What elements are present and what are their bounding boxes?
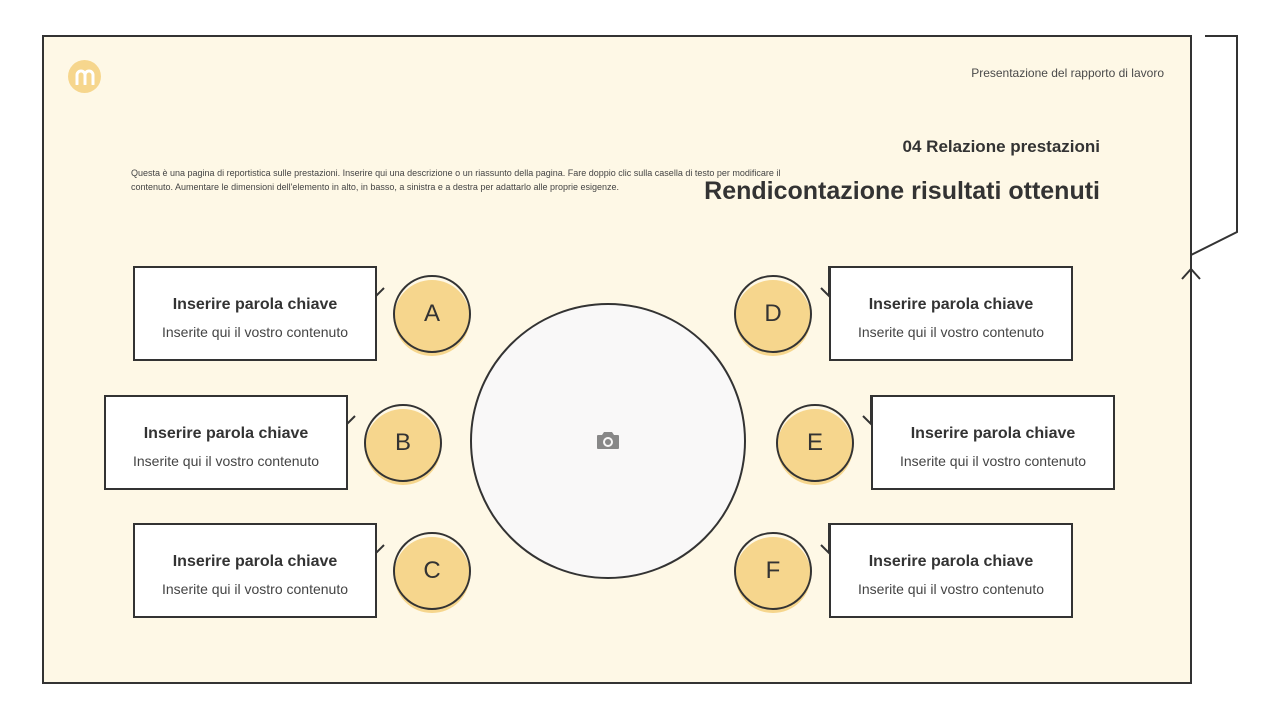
card-keyword: Inserire parola chiave [910, 425, 1076, 442]
keyword-card-f[interactable]: Inserire parola chiave Inserite qui il v… [829, 523, 1073, 618]
letter-badge-c: C [423, 557, 441, 584]
keyword-card-a[interactable]: Inserire parola chiave Inserite qui il v… [133, 266, 377, 361]
letter-badge-f: F [765, 557, 781, 584]
presentation-label: Presentazione del rapporto di lavoro [971, 66, 1164, 80]
card-content: Inserite qui il vostro contenuto [858, 581, 1044, 597]
keyword-card-d[interactable]: Inserire parola chiave Inserite qui il v… [829, 266, 1073, 361]
card-content: Inserite qui il vostro contenuto [858, 324, 1044, 340]
camera-icon [597, 432, 619, 449]
card-content: Inserite qui il vostro contenuto [133, 453, 319, 469]
letter-badge-e: E [806, 429, 823, 456]
card-keyword: Inserire parola chiave [172, 296, 338, 313]
letter-circles [364, 275, 854, 613]
page-title[interactable]: Rendicontazione risultati ottenuti [704, 177, 1100, 205]
card-keyword: Inserire parola chiave [868, 296, 1034, 313]
keyword-card-e[interactable]: Inserire parola chiave Inserite qui il v… [871, 395, 1115, 490]
card-content: Inserite qui il vostro contenuto [162, 324, 348, 340]
page-description[interactable]: Questa è una pagina di reportistica sull… [131, 168, 781, 192]
card-content: Inserite qui il vostro contenuto [162, 581, 348, 597]
logo-m-icon [75, 69, 94, 85]
letter-badge-b: B [394, 429, 411, 456]
letter-badge-d: D [764, 300, 782, 327]
keyword-card-c[interactable]: Inserire parola chiave Inserite qui il v… [133, 523, 377, 618]
photo-placeholder[interactable] [471, 303, 745, 577]
section-number-title[interactable]: 04 Relazione prestazioni [902, 137, 1100, 156]
card-keyword: Inserire parola chiave [172, 553, 338, 570]
card-content: Inserite qui il vostro contenuto [900, 453, 1086, 469]
letter-badge-a: A [423, 300, 440, 327]
card-keyword: Inserire parola chiave [143, 425, 309, 442]
logo [68, 60, 101, 93]
keyword-card-b[interactable]: Inserire parola chiave Inserite qui il v… [104, 395, 348, 490]
card-keyword: Inserire parola chiave [868, 553, 1034, 570]
